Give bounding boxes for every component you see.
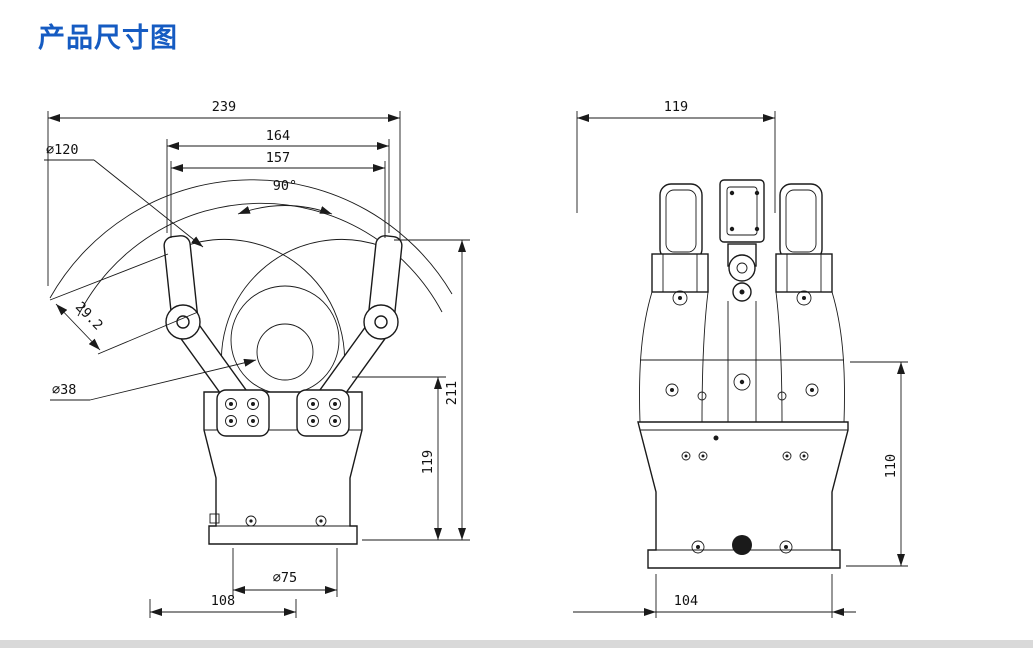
side-center-unit xyxy=(719,179,765,243)
dim-side-lower-height: 110 xyxy=(846,361,908,567)
dim-overall-width-label: 239 xyxy=(212,99,236,115)
dim-opening-angle: 90° xyxy=(237,178,333,215)
side-view: 119 110 104 xyxy=(573,99,908,618)
dim-grip-diameter-label: ∅38 xyxy=(52,382,76,398)
dim-side-lower-height-label: 110 xyxy=(883,454,899,478)
side-left-knuckle xyxy=(651,253,709,293)
right-knuckle-plate xyxy=(296,389,350,437)
gripper-side xyxy=(637,179,849,569)
dim-total-height-label: 211 xyxy=(444,381,460,405)
bottom-divider xyxy=(0,640,1033,648)
dim-swing-diameter-label: ∅120 xyxy=(46,142,79,158)
dim-side-base-width-label: 104 xyxy=(674,593,698,609)
dim-finger-span-inner: 157 xyxy=(170,150,386,238)
dim-opening-angle-label: 90° xyxy=(273,178,297,194)
dim-base-width-label: 108 xyxy=(211,593,235,609)
dim-grip-diameter: ∅38 xyxy=(50,358,257,401)
swing-arcs xyxy=(49,179,453,395)
side-center-bolt xyxy=(732,535,752,555)
dim-base-circle: ∅75 xyxy=(232,548,338,597)
front-dimensions: 239 164 157 90° xyxy=(44,99,470,618)
left-knuckle-plate xyxy=(216,389,270,437)
dim-finger-span-outer: 164 xyxy=(166,128,390,233)
side-dimensions: 119 110 104 xyxy=(573,99,908,618)
dim-base-circle-label: ∅75 xyxy=(273,570,297,586)
grip-object-circle xyxy=(256,323,314,381)
page-title: 产品尺寸图 xyxy=(38,23,178,54)
dim-finger-width-label: 29.2 xyxy=(72,299,106,334)
dim-finger-span-inner-label: 157 xyxy=(266,150,290,166)
dim-side-base-width: 104 xyxy=(573,574,856,618)
dim-finger-span-outer-label: 164 xyxy=(266,128,290,144)
dim-total-height: 211 xyxy=(362,239,470,541)
dim-lower-height-label: 119 xyxy=(420,450,436,474)
dim-lower-height: 119 xyxy=(352,376,446,540)
dim-side-top-width: 119 xyxy=(576,99,776,213)
dim-overall-width: 239 xyxy=(47,99,401,286)
dim-side-top-width-label: 119 xyxy=(664,99,688,115)
dim-swing-diameter: ∅120 xyxy=(44,142,204,248)
dim-base-width: 108 xyxy=(149,593,297,618)
gripper-front xyxy=(163,235,403,545)
swing-circle xyxy=(230,285,340,395)
front-view: 239 164 157 90° xyxy=(44,99,470,618)
side-right-knuckle xyxy=(775,253,833,293)
body-side-tab xyxy=(209,513,220,524)
